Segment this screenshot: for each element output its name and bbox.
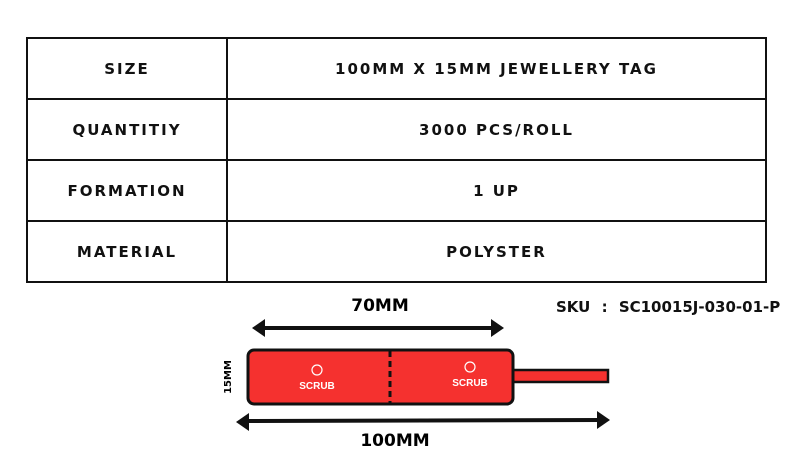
scrub-logo-icon: [311, 361, 476, 376]
sku: SKU : SC10015J-030-01-P: [556, 298, 780, 316]
sku-value: SC10015J-030-01-P: [618, 298, 781, 316]
width-label: 70MM: [351, 296, 409, 316]
brand-text: SCRUB: [299, 381, 335, 392]
spec-label: MATERIAL: [26, 220, 228, 283]
height-label: 15MM: [223, 360, 234, 394]
spec-label: FORMATION: [26, 159, 228, 222]
tag-body: [246, 348, 515, 406]
tag-tail: [508, 368, 610, 384]
sku-label: SKU: [556, 298, 591, 316]
spec-label: QUANTITIY: [26, 98, 228, 161]
brand-text: SCRUB: [452, 378, 488, 389]
spec-value: 3000 PCS/ROLL: [226, 98, 767, 161]
spec-value: 1 UP: [226, 159, 767, 222]
spec-value: 100MM X 15MM JEWELLERY TAG: [226, 37, 767, 100]
total-arrow: [236, 411, 610, 431]
width-arrow: [252, 319, 504, 337]
sku-separator: :: [601, 298, 608, 316]
spec-value: POLYSTER: [226, 220, 767, 283]
spec-label: SIZE: [26, 37, 228, 100]
total-label: 100MM: [360, 431, 429, 451]
